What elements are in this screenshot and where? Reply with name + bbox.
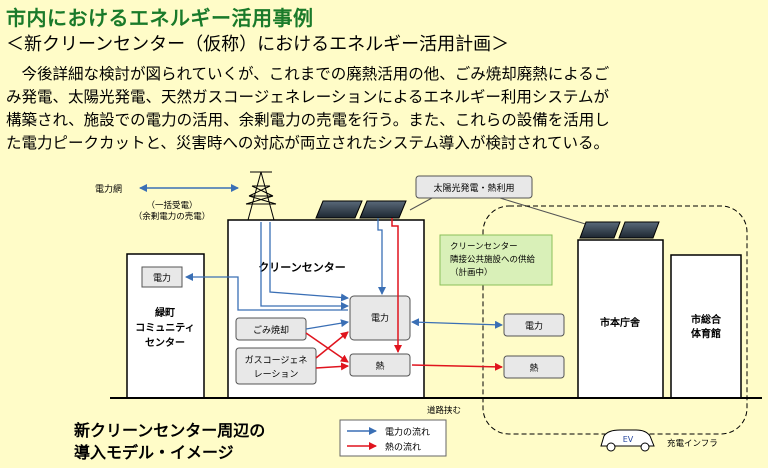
heat-node <box>349 353 411 377</box>
power-node-label: 電力 <box>371 312 389 324</box>
page-title: 市内におけるエネルギー活用事例 <box>6 6 314 30</box>
heat-node-label: 熱 <box>375 360 384 372</box>
transmission-tower-icon <box>245 171 277 221</box>
community-center-label: 緑町 <box>155 306 175 319</box>
gas-cogeneration-label: ガスコージェネ <box>245 355 308 366</box>
paragraph-line: た電力ピークカットと、災害時への対応が両立されたシステム導入が検討されている。 <box>6 134 609 152</box>
grid-note-1: （一括受電） <box>146 200 197 211</box>
power-node <box>349 295 411 341</box>
supply-note-box <box>439 234 553 286</box>
clean-center-label: クリーンセンター <box>258 261 345 274</box>
power-flow-lines <box>185 218 503 330</box>
community-center-label: コミュニティ <box>135 322 194 334</box>
community-power-label: 電力 <box>153 272 171 284</box>
page-subtitle: ＜新クリーンセンター（仮称）におけるエネルギー活用計画＞ <box>6 34 510 55</box>
outside-power-label: 電力 <box>525 320 543 332</box>
outside-heat-label: 熱 <box>529 362 538 374</box>
description-paragraph: 今後詳細な検討が図られていくが、これまでの廃熱活用の他、ごみ焼却廃熱によるご み… <box>6 63 768 155</box>
gas-cogeneration-box <box>235 347 317 385</box>
community-power-box <box>141 266 183 288</box>
ev-label: EV <box>623 435 634 444</box>
supply-note-line: 隣接公共施設への供給 <box>450 254 536 265</box>
legend <box>339 419 447 457</box>
power-grid: 電力網 （一括受電） （余剰電力の売電） <box>95 183 239 222</box>
gymnasium-label: 市総合 <box>691 313 722 326</box>
road-label: 道路挟む <box>427 405 461 416</box>
outside-power-box <box>503 313 565 337</box>
solar-panel-icon <box>579 221 660 239</box>
gymnasium-label: 体育館 <box>691 327 721 340</box>
solar-callout <box>415 175 533 199</box>
diagram-caption: 新クリーンセンター周辺の 導入モデル・イメージ <box>74 420 265 464</box>
paragraph-line: み発電、太陽光発電、天然ガスコージェネレーションによるエネルギー利用システムが <box>6 88 609 106</box>
ev-car-icon <box>600 429 655 452</box>
caption-line: 導入モデル・イメージ <box>74 443 234 462</box>
paragraph-line: 今後詳細な検討が図られていくが、これまでの廃熱活用の他、ごみ焼却廃熱によるご <box>6 65 610 83</box>
supply-note-line: （計画中） <box>450 267 493 278</box>
charging-infra-label: 充電インフラ <box>667 438 718 449</box>
paragraph-line: 構築され、施設での電力の活用、余剰電力の売電を行う。また、これらの設備を活用し <box>6 111 610 129</box>
heat-flow-lines <box>305 218 503 371</box>
gymnasium-building <box>670 254 742 399</box>
garbage-incineration-label: ごみ焼却 <box>253 324 289 336</box>
caption-line: 新クリーンセンター周辺の <box>74 421 266 440</box>
legend-heat-label: 熱の流れ <box>385 441 421 453</box>
solar-panel-icon <box>315 200 407 219</box>
gas-cogeneration-label: レーション <box>254 370 299 380</box>
community-center-label: センター <box>145 337 185 349</box>
city-hall-building <box>577 239 664 399</box>
supply-note-line: クリーンセンター <box>450 242 518 252</box>
legend-power-label: 電力の流れ <box>385 426 430 438</box>
grid-label: 電力網 <box>95 183 122 195</box>
outside-heat-box <box>503 355 565 379</box>
city-hall-label: 市本庁舎 <box>600 316 641 329</box>
grid-note-2: （余剰電力の売電） <box>134 211 211 222</box>
solar-callout-label: 太陽光発電・熱利用 <box>433 182 514 194</box>
